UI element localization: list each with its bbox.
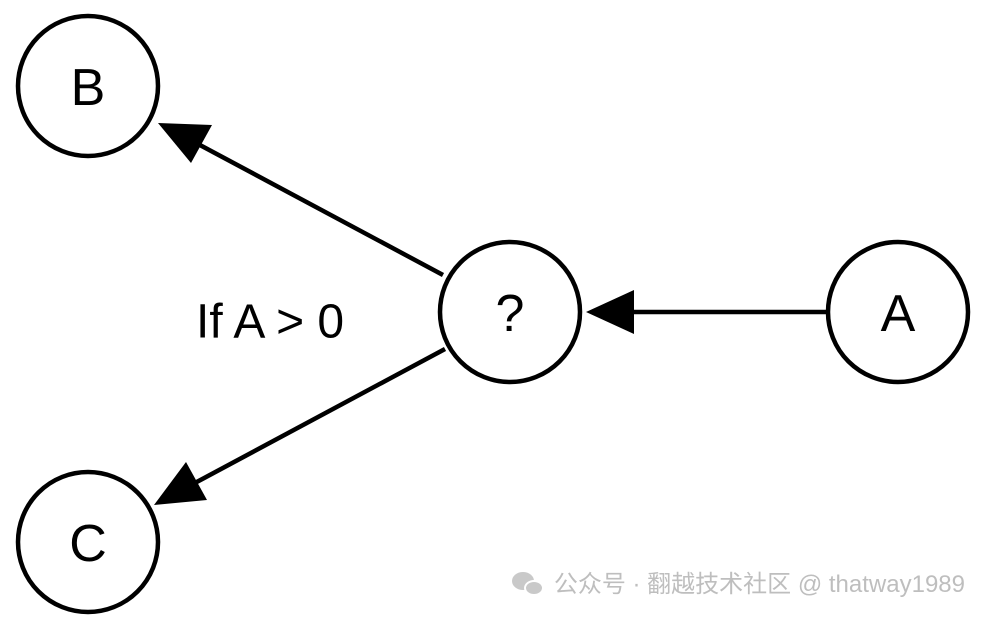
- node-a-label: A: [881, 285, 916, 343]
- watermark: 公众号 · 翻越技术社区 @ thatway1989: [511, 571, 965, 598]
- node-c-label: C: [69, 515, 107, 573]
- node-b: B: [15, 13, 161, 159]
- edge-a-to-q: [586, 290, 826, 334]
- node-b-label: B: [71, 59, 106, 117]
- node-q-label: ?: [496, 285, 525, 343]
- node-a: A: [825, 239, 971, 385]
- wechat-icon: [511, 572, 546, 598]
- watermark-text: 公众号 · 翻越技术社区 @ thatway1989: [553, 571, 965, 598]
- node-q: ?: [437, 239, 583, 385]
- edge-q-to-b: [158, 123, 445, 277]
- condition-label: If A > 0: [196, 296, 344, 349]
- edge-q-to-c: [154, 347, 447, 505]
- node-c: C: [15, 469, 161, 615]
